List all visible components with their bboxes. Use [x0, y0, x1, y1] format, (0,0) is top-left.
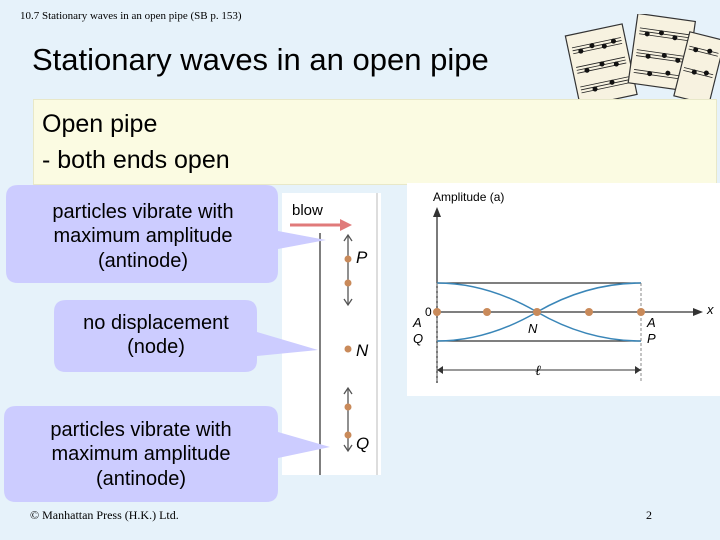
pipe-label-n: N [356, 341, 369, 360]
callout-top-line-3: (antinode) [97, 249, 189, 272]
graph-label-a-left: A [412, 315, 422, 330]
open-pipe-figure: blow P N Q [282, 193, 381, 475]
definition-line-2: - both ends open [42, 146, 230, 174]
graph-label-p: P [647, 331, 656, 346]
music-sheets-image [564, 14, 720, 106]
callout-bottom: particles vibrate with maximum amplitude… [10, 418, 272, 491]
page-number: 2 [646, 508, 652, 522]
pipe-label-q: Q [356, 434, 369, 453]
slide-title: Stationary waves in an open pipe [32, 42, 489, 77]
footer-copyright: © Manhattan Press (H.K.) Ltd. [30, 508, 179, 522]
callout-middle-line-2: (node) [127, 336, 185, 359]
graph-length-label: ℓ [535, 364, 541, 379]
callout-top-line-1: particles vibrate with [52, 201, 234, 223]
callout-top: particles vibrate with maximum amplitude… [14, 200, 272, 273]
graph-label-n: N [528, 321, 538, 336]
section-header: 10.7 Stationary waves in an open pipe (S… [20, 10, 242, 22]
callout-middle-line-1: no displacement [83, 312, 229, 334]
graph-label-a-right: A [646, 315, 656, 330]
callout-top-line-2: maximum amplitude [53, 225, 233, 248]
graph-label-q: Q [413, 331, 423, 346]
pipe-label-p: P [356, 248, 368, 267]
graph-y-axis-label: Amplitude (a) [433, 190, 504, 204]
definition-line-1: Open pipe [42, 110, 158, 138]
callout-bottom-line-1: particles vibrate with [50, 419, 232, 441]
amplitude-graph-figure: Amplitude (a) x 0 A Q N A P ℓ [407, 183, 720, 396]
definition-box: Open pipe - both ends open [33, 99, 717, 185]
callout-bottom-line-3: (antinode) [95, 467, 187, 490]
callout-bottom-line-2: maximum amplitude [51, 443, 231, 466]
callout-middle: no displacement (node) [58, 311, 254, 360]
graph-origin-label: 0 [425, 305, 432, 319]
blow-label: blow [292, 202, 323, 219]
graph-x-axis-label: x [706, 302, 714, 317]
